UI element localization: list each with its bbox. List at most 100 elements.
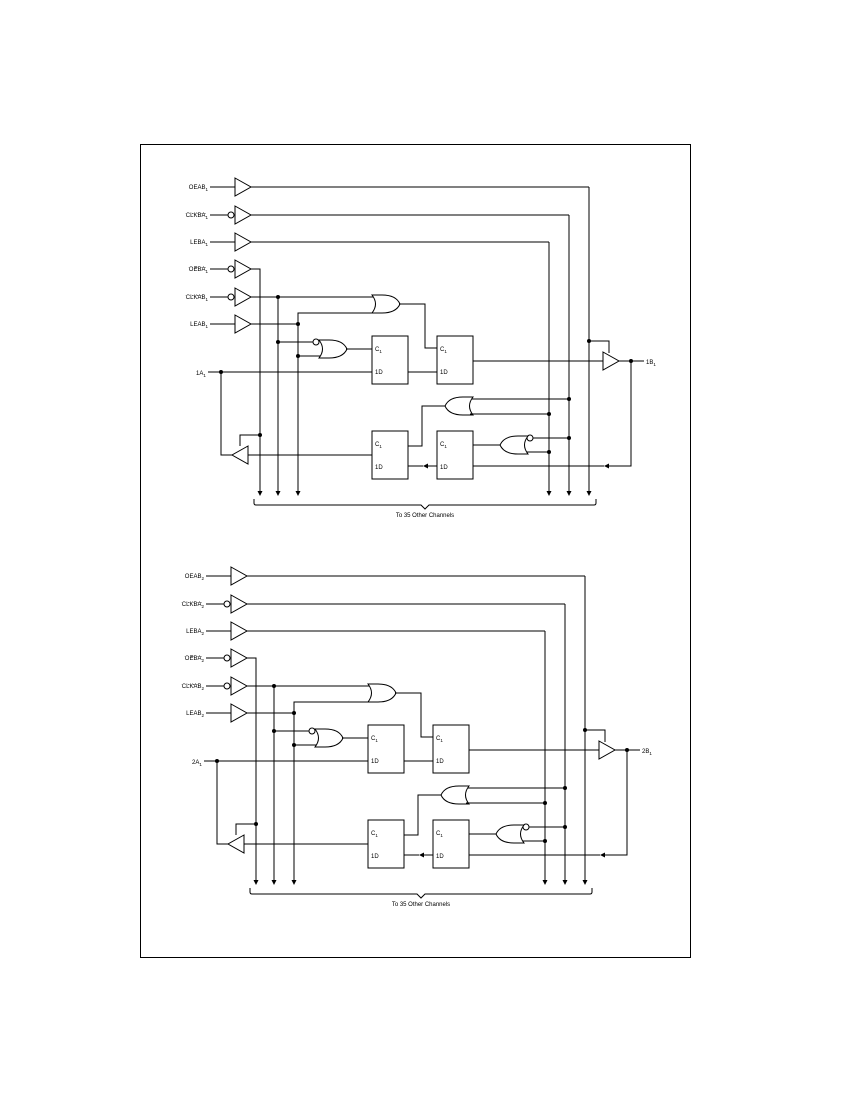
arrow-down bbox=[271, 880, 277, 885]
input-label-leba: LEBA1 bbox=[190, 240, 208, 247]
ff-data-label: 1D bbox=[440, 370, 448, 376]
wire bbox=[589, 340, 610, 353]
ff-clock-label: C1 bbox=[371, 831, 378, 838]
or-gate bbox=[440, 785, 471, 805]
arrow-left bbox=[600, 852, 605, 858]
arrow-down bbox=[253, 880, 259, 885]
wire bbox=[297, 312, 374, 324]
ff-clock-label: C1 bbox=[375, 442, 382, 449]
buffer-gate bbox=[234, 287, 253, 307]
flip-flop-box bbox=[371, 430, 409, 480]
junction-dot bbox=[587, 339, 591, 343]
buffer-gate bbox=[230, 648, 249, 668]
buffer-gate bbox=[230, 703, 249, 723]
input-label-clkab: CLKAB1 bbox=[186, 295, 209, 302]
junction-dot bbox=[583, 728, 587, 732]
arrow-left bbox=[604, 463, 609, 469]
flip-flop-box bbox=[436, 335, 474, 385]
input-label-oeba: OEBA2 bbox=[185, 656, 205, 663]
buffer-gate bbox=[234, 259, 253, 279]
channel-brace bbox=[249, 888, 593, 899]
buffer-gate bbox=[234, 232, 253, 252]
footer-text: To 35 Other Channels bbox=[392, 902, 450, 908]
buffer-gate bbox=[226, 834, 245, 854]
arrow-down bbox=[257, 491, 263, 496]
input-label-leba: LEBA2 bbox=[186, 629, 204, 636]
buffer-gate bbox=[230, 676, 249, 696]
b-port-label: 1B1 bbox=[646, 360, 656, 367]
flip-flop-box bbox=[436, 430, 474, 480]
input-label-clkab: CLKAB2 bbox=[182, 684, 205, 691]
buffer-gate bbox=[602, 351, 621, 371]
wire bbox=[220, 372, 232, 456]
ff-clock-label: C1 bbox=[375, 347, 382, 354]
input-label-oeab: OEAB2 bbox=[185, 574, 205, 581]
ff-data-label: 1D bbox=[371, 759, 379, 765]
buffer-gate bbox=[234, 314, 253, 334]
arrow-left bbox=[419, 852, 424, 858]
flip-flop-box bbox=[432, 819, 470, 869]
ff-data-label: 1D bbox=[440, 465, 448, 471]
ff-clock-label: C1 bbox=[436, 736, 443, 743]
wire bbox=[404, 794, 441, 836]
a-port-label: 2A1 bbox=[192, 760, 202, 767]
ff-data-label: 1D bbox=[375, 370, 383, 376]
input-label-leab: LEAB2 bbox=[186, 711, 204, 718]
inversion-bubble bbox=[223, 654, 231, 662]
flip-flop-box bbox=[371, 335, 409, 385]
arrow-down bbox=[566, 491, 572, 496]
wire bbox=[247, 657, 257, 880]
arrow-down bbox=[275, 491, 281, 496]
buffer-gate bbox=[230, 445, 249, 465]
wire bbox=[239, 434, 260, 446]
channel-brace bbox=[253, 499, 597, 510]
flip-flop-box bbox=[367, 819, 405, 869]
wire bbox=[605, 750, 628, 856]
wire bbox=[395, 692, 433, 738]
or-gate bbox=[495, 824, 526, 844]
wire bbox=[408, 405, 445, 447]
buffer-gate bbox=[230, 566, 249, 586]
or-gate bbox=[444, 396, 475, 416]
inversion-bubble bbox=[227, 293, 235, 301]
buffer-gate bbox=[230, 594, 249, 614]
buffer-gate bbox=[234, 205, 253, 225]
footer-text: To 35 Other Channels bbox=[396, 513, 454, 519]
b-port-label: 2B1 bbox=[642, 749, 652, 756]
arrow-down bbox=[546, 491, 552, 496]
ff-data-label: 1D bbox=[371, 854, 379, 860]
inversion-bubble bbox=[227, 211, 235, 219]
inversion-bubble bbox=[227, 265, 235, 273]
wire bbox=[251, 268, 261, 491]
arrow-down bbox=[542, 880, 548, 885]
wire bbox=[609, 361, 632, 467]
wire bbox=[293, 701, 370, 713]
ff-clock-label: C1 bbox=[436, 831, 443, 838]
a-port-label: 1A1 bbox=[196, 371, 206, 378]
wire bbox=[216, 761, 228, 845]
arrow-down bbox=[586, 491, 592, 496]
buffer-gate bbox=[230, 621, 249, 641]
input-label-oeab: OEAB1 bbox=[189, 185, 209, 192]
arrow-down bbox=[295, 491, 301, 496]
arrow-left bbox=[423, 463, 428, 469]
or-gate bbox=[317, 339, 348, 359]
channel-1: OEAB1CLKBA1LEBA1OEBA1CLKAB1LEAB1C11DC11D… bbox=[186, 177, 656, 519]
ff-data-label: 1D bbox=[436, 759, 444, 765]
ff-clock-label: C1 bbox=[440, 347, 447, 354]
input-label-clkba: CLKBA2 bbox=[182, 602, 205, 609]
buffer-gate bbox=[234, 177, 253, 197]
inversion-bubble bbox=[308, 727, 316, 735]
arrow-down bbox=[582, 880, 588, 885]
arrow-down bbox=[562, 880, 568, 885]
input-label-oeba: OEBA1 bbox=[189, 267, 209, 274]
figure-frame bbox=[140, 144, 691, 958]
arrow-down bbox=[291, 880, 297, 885]
inversion-bubble bbox=[312, 338, 320, 346]
ff-clock-label: C1 bbox=[440, 442, 447, 449]
or-gate bbox=[313, 728, 344, 748]
wire bbox=[235, 823, 256, 835]
wire bbox=[399, 303, 437, 349]
